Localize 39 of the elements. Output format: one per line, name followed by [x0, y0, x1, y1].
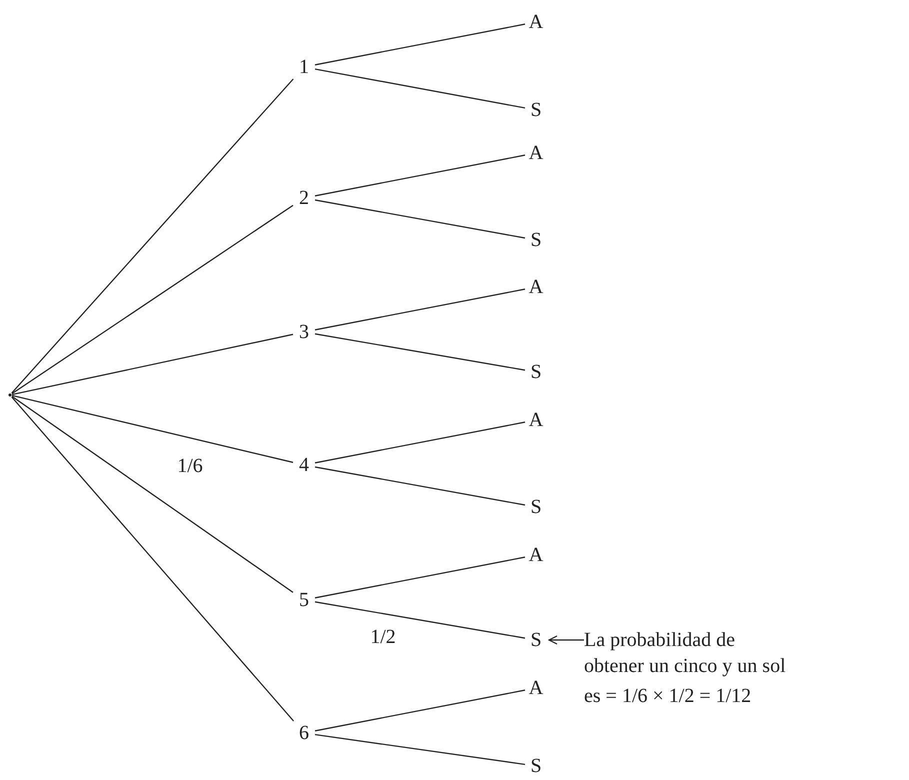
branch-line [314, 288, 526, 330]
probability-formula: es = 1/6 × 1/2 = 1/12 [584, 684, 752, 709]
branch-line [314, 199, 526, 239]
arrow [548, 635, 584, 645]
branch-line [12, 204, 294, 394]
branch-line [12, 396, 294, 593]
outcome-number: 5 [293, 588, 315, 612]
outcome-number: 2 [293, 186, 315, 210]
outcome-number: 3 [293, 320, 315, 344]
branch-line [314, 422, 526, 464]
branch-line [12, 394, 294, 463]
outcome-letter: A [525, 676, 547, 700]
outcome-letter: S [525, 228, 547, 252]
branch-line [11, 78, 294, 394]
branch-point [8, 393, 12, 397]
outcome-number: 6 [293, 721, 315, 745]
outcome-letter: S [525, 360, 547, 384]
outcome-number: 1 [293, 55, 315, 79]
outcome-letter: A [525, 543, 547, 567]
branch-line [314, 690, 526, 732]
branch-line [314, 154, 526, 196]
branch-line [314, 24, 526, 66]
branch-line [314, 68, 526, 109]
outcome-letter: S [525, 98, 547, 122]
branch-line [314, 601, 526, 639]
outcome-letter: A [525, 141, 547, 165]
branch-line [314, 734, 526, 766]
outcome-letter: S [525, 628, 547, 652]
outcome-number: 4 [293, 453, 315, 477]
outcome-letter: S [525, 495, 547, 519]
branch-line [11, 396, 294, 722]
branch-line [314, 466, 526, 506]
outcome-letter: A [525, 10, 547, 34]
outcome-letter: A [525, 408, 547, 432]
branch-line [314, 333, 526, 371]
outcome-letter: S [525, 754, 547, 778]
branch-line [12, 334, 294, 396]
outcome-letter: A [525, 275, 547, 299]
branch-line [314, 556, 526, 598]
